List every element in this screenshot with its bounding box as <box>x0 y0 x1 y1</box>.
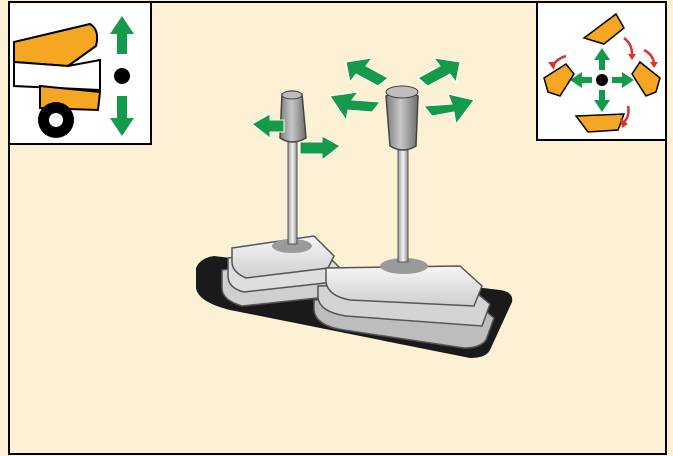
neutral-dot-icon <box>596 74 608 86</box>
arrow-up-icon <box>110 16 134 54</box>
right-inset-bucket-tilt <box>536 1 667 141</box>
right-lever-base <box>313 258 495 349</box>
neutral-dot-icon <box>114 68 130 84</box>
tilt-arrows-icon <box>570 48 634 112</box>
left-lever-base <box>221 235 345 307</box>
right-joystick-lever <box>385 85 419 263</box>
left-lever-arrows <box>251 113 341 162</box>
arrow-down-icon <box>110 96 134 136</box>
left-joystick-lever <box>279 90 307 245</box>
bucket-icons <box>543 12 661 133</box>
bucket-boom-icon <box>13 22 102 138</box>
rotation-arrows-icon <box>548 37 658 128</box>
outer-frame <box>8 1 667 455</box>
left-inset-boom-up-down <box>8 1 152 145</box>
right-lever-arrows <box>329 57 475 126</box>
joystick-console <box>196 57 513 358</box>
